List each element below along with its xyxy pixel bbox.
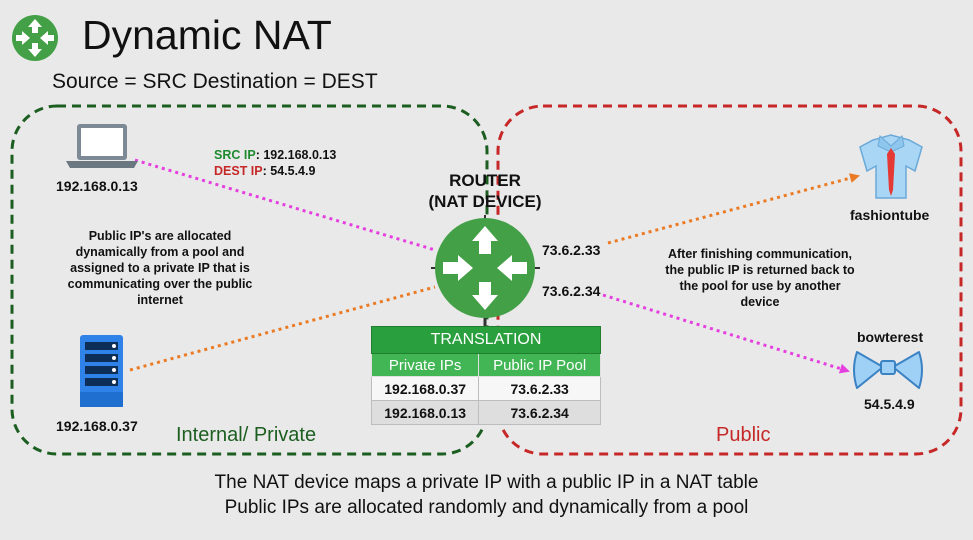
public-zone-label: Public: [716, 424, 771, 446]
router-label-line1: ROUTER: [449, 171, 521, 190]
allocation-note-line: communicating over the public: [67, 277, 253, 291]
public-ip-pool-header: Public IP Pool: [478, 353, 601, 377]
shirt-icon: [859, 134, 923, 199]
table-cell-public-ip: 73.6.2.34: [478, 400, 601, 425]
title-router-icon: [12, 15, 58, 61]
allocation-note-line: dynamically from a pool and: [75, 245, 245, 259]
translation-table: TRANSLATION Private IPs Public IP Pool 1…: [370, 326, 601, 425]
return-note-line: the public IP is returned back to: [665, 263, 855, 277]
router-label: ROUTER (NAT DEVICE): [405, 170, 565, 212]
router-to-fashiontube-arrow: [607, 173, 860, 245]
table-cell-private-ip: 192.168.0.13: [370, 400, 480, 425]
return-note: After finishing communication, the publi…: [640, 246, 880, 310]
router-label-line2: (NAT DEVICE): [428, 192, 542, 211]
translation-table-caption: TRANSLATION: [371, 326, 601, 354]
server-ip: 192.168.0.37: [56, 418, 138, 434]
laptop-icon: [66, 124, 138, 168]
router-to-bowterest-arrow: [602, 293, 850, 374]
public-ip-bottom: 73.6.2.34: [542, 283, 601, 299]
footer-line-1: The NAT device maps a private IP with a …: [214, 472, 759, 493]
table-cell-private-ip: 192.168.0.37: [370, 376, 480, 401]
allocation-note-line: internet: [137, 293, 183, 307]
laptop-to-router-line: [134, 158, 436, 252]
private-zone-label: Internal/ Private: [176, 424, 317, 446]
table-row: 192.168.0.37 73.6.2.33: [370, 376, 601, 401]
public-zone: [496, 104, 963, 456]
src-ip-value: : 192.168.0.13: [255, 148, 337, 162]
allocation-note: Public IP's are allocated dynamically fr…: [55, 228, 265, 308]
private-zone: [10, 104, 489, 456]
allocation-note-line: Public IP's are allocated: [88, 229, 232, 243]
dest-ip-label: DEST IP: [214, 164, 263, 178]
private-ips-header: Private IPs: [370, 353, 480, 377]
dest-ip-value: : 54.5.4.9: [262, 164, 316, 178]
return-note-line: device: [740, 295, 780, 309]
footer-line-2: Public IPs are allocated randomly and dy…: [224, 497, 749, 518]
bowtie-icon: [853, 351, 923, 389]
allocation-note-line: assigned to a private IP that is: [70, 261, 250, 275]
page-title: Dynamic NAT: [82, 12, 332, 58]
bowterest-label: bowterest: [857, 329, 924, 345]
fashiontube-label: fashiontube: [850, 207, 930, 223]
router-icon: [435, 218, 535, 318]
table-row: 192.168.0.13 73.6.2.34: [370, 400, 601, 425]
public-ip-top: 73.6.2.33: [542, 242, 601, 258]
table-cell-public-ip: 73.6.2.33: [478, 376, 601, 401]
page-subtitle: Source = SRC Destination = DEST: [52, 70, 378, 93]
src-ip-label: SRC IP: [214, 148, 256, 162]
return-note-line: the pool for use by another: [679, 279, 841, 293]
laptop-ip: 192.168.0.13: [56, 178, 138, 194]
bowterest-ip: 54.5.4.9: [864, 396, 915, 412]
return-note-line: After finishing communication,: [667, 247, 853, 261]
packet-info: SRC IP: 192.168.0.13 DEST IP: 54.5.4.9: [214, 147, 336, 179]
server-icon: [80, 335, 123, 407]
